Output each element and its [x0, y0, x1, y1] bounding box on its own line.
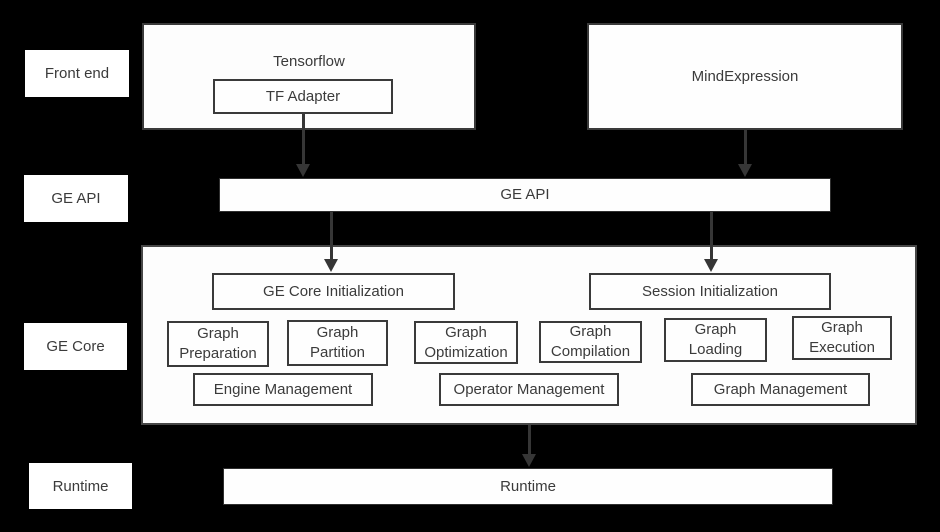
- side-label-runtime: Runtime: [29, 463, 132, 509]
- side-label-front-end: Front end: [25, 50, 129, 97]
- side-label-ge-core: GE Core: [24, 323, 127, 370]
- arrow-ge-core-to-runtime-icon: [522, 425, 536, 467]
- graph-partition-box: Graph Partition: [287, 320, 388, 366]
- tf-adapter-box: TF Adapter: [213, 79, 393, 114]
- ge-core-initialization-box: GE Core Initialization: [212, 273, 455, 310]
- arrow-mindexpression-to-ge-api-icon: [738, 130, 752, 177]
- operator-management-box: Operator Management: [439, 373, 619, 406]
- runtime-bar: Runtime: [223, 468, 833, 505]
- graph-optimization-box: Graph Optimization: [414, 321, 518, 364]
- arrow-ge-api-to-session-initialization-icon: [704, 212, 718, 272]
- arrow-ge-api-to-ge-core-initialization-icon: [324, 212, 338, 272]
- graph-management-box: Graph Management: [691, 373, 870, 406]
- arrow-tf-adapter-to-ge-api-icon: [296, 114, 310, 177]
- graph-compilation-box: Graph Compilation: [539, 321, 642, 363]
- session-initialization-box: Session Initialization: [589, 273, 831, 310]
- tensorflow-label: Tensorflow: [273, 53, 345, 70]
- side-label-ge-api: GE API: [24, 175, 128, 222]
- graph-preparation-box: Graph Preparation: [167, 321, 269, 367]
- graph-execution-box: Graph Execution: [792, 316, 892, 360]
- ge-api-bar: GE API: [219, 178, 831, 212]
- graph-loading-box: Graph Loading: [664, 318, 767, 362]
- engine-management-box: Engine Management: [193, 373, 373, 406]
- mindexpression-box: MindExpression: [587, 23, 903, 130]
